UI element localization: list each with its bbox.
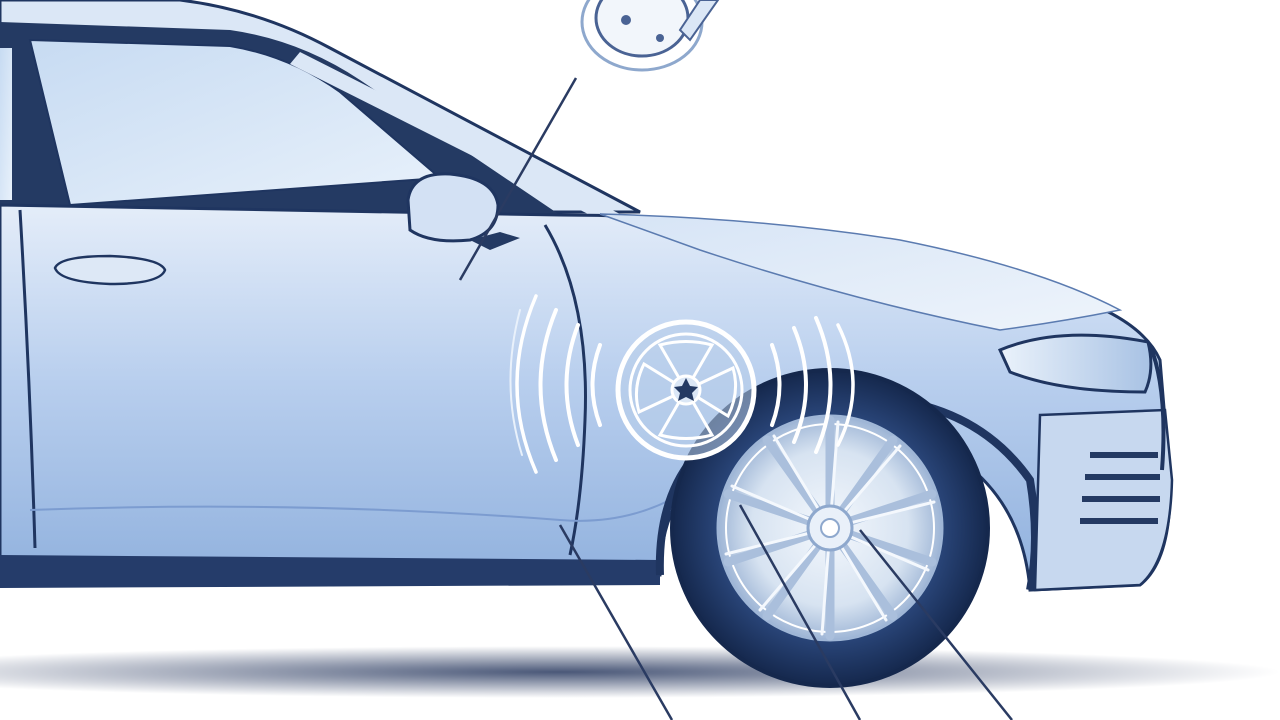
hub-center <box>820 518 840 538</box>
mirror-stem <box>470 232 520 250</box>
signal-wave-icon <box>509 294 602 474</box>
door-seam-rear <box>18 209 37 549</box>
body-crease <box>29 499 671 522</box>
headlight <box>997 333 1153 394</box>
rear-window <box>0 48 12 200</box>
door-handle <box>53 254 167 286</box>
side-mirror <box>406 172 500 243</box>
fog-grille <box>1080 452 1160 524</box>
car-hood <box>599 213 1123 331</box>
side-sill <box>0 555 660 588</box>
ground-shadow <box>0 646 1280 698</box>
wheel-icon <box>615 319 757 461</box>
a-pillar <box>290 52 620 220</box>
door-seam-front <box>543 224 587 556</box>
signal-wave-icon-right <box>770 316 855 454</box>
front-edge <box>1148 344 1166 471</box>
tpms-sensor-icon <box>580 0 720 72</box>
leader-lines <box>458 77 1013 720</box>
